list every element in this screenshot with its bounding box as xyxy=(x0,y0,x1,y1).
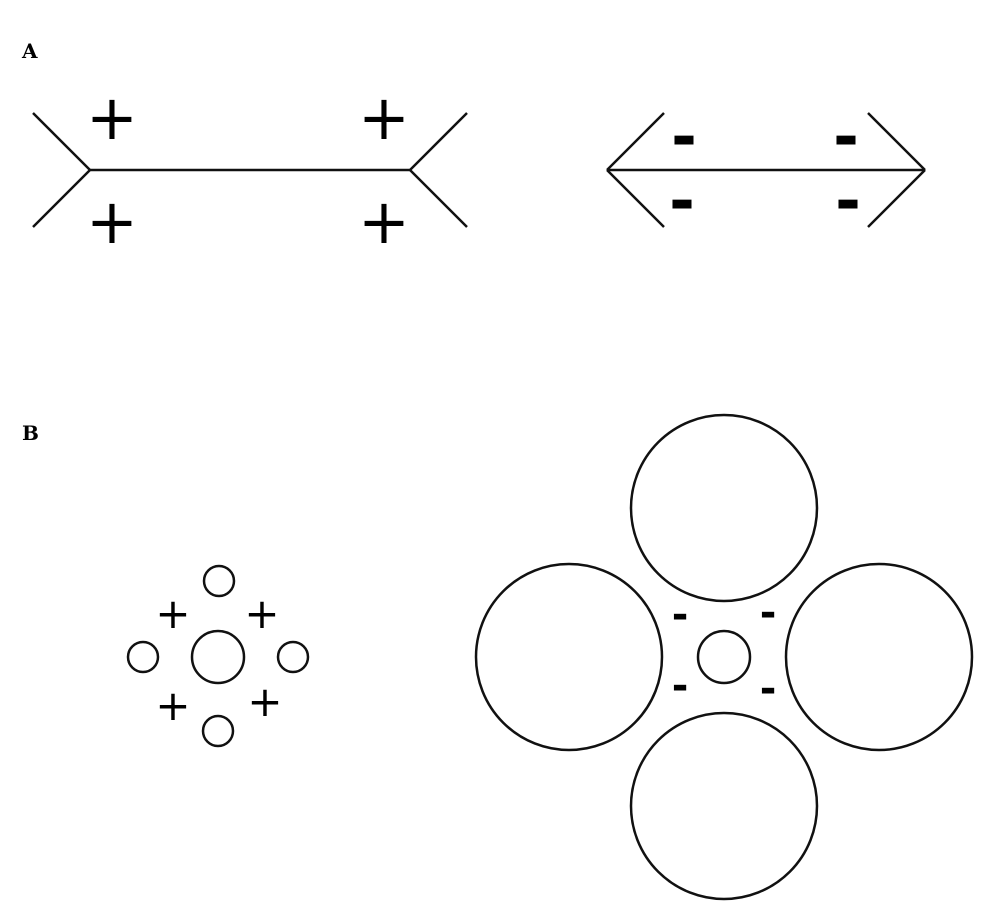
muller-lyer-inward-arrowheads: - - - - xyxy=(606,100,926,237)
plus-sign-top-left: + xyxy=(86,81,138,154)
context-circle-bottom xyxy=(201,714,235,748)
ebbinghaus-large-context: - - - - xyxy=(474,413,974,901)
fin-left-bottom xyxy=(32,169,91,228)
plus-sign-bottom-left: + xyxy=(86,185,138,258)
arrowhead-left-bottom xyxy=(606,169,665,228)
panel-b-label: B xyxy=(22,421,39,445)
minus-sign-bottom-right: - xyxy=(760,666,777,712)
ebbinghaus-small-context: + + + + xyxy=(126,564,310,748)
context-circle-top xyxy=(629,413,819,603)
fin-right-bottom xyxy=(409,169,468,228)
context-circle-right xyxy=(276,640,310,674)
panel-a-label: A xyxy=(21,39,38,63)
plus-sign-bottom-left: + xyxy=(155,681,190,730)
plus-sign-top-left: + xyxy=(155,589,190,638)
minus-sign-top-left: - xyxy=(671,100,697,173)
muller-lyer-outward-fins: + + + + xyxy=(32,81,468,258)
minus-sign-top-right: - xyxy=(760,590,777,636)
fin-left-top xyxy=(32,112,91,171)
minus-sign-top-right: - xyxy=(833,100,859,173)
minus-sign-top-left: - xyxy=(672,592,689,638)
minus-sign-bottom-left: - xyxy=(669,164,695,237)
arrowhead-right-top xyxy=(867,112,926,171)
plus-sign-top-right: + xyxy=(244,589,279,638)
panel-b: B + + + + - - - - xyxy=(22,413,974,901)
plus-sign-bottom-right: + xyxy=(358,185,410,258)
context-circle-top xyxy=(202,564,236,598)
plus-sign-bottom-right: + xyxy=(247,677,282,726)
context-circle-bottom xyxy=(629,711,819,901)
plus-sign-top-right: + xyxy=(358,81,410,154)
arrowhead-right-bottom xyxy=(867,169,926,228)
fin-right-top xyxy=(409,112,468,171)
minus-sign-bottom-right: - xyxy=(835,164,861,237)
arrowhead-left-top xyxy=(606,112,665,171)
minus-sign-bottom-left: - xyxy=(672,663,689,709)
center-circle xyxy=(190,629,246,685)
context-circle-right xyxy=(784,562,974,752)
context-circle-left xyxy=(126,640,160,674)
center-circle xyxy=(696,629,752,685)
panel-a: A + + + + - - - - xyxy=(21,39,926,258)
context-circle-left xyxy=(474,562,664,752)
